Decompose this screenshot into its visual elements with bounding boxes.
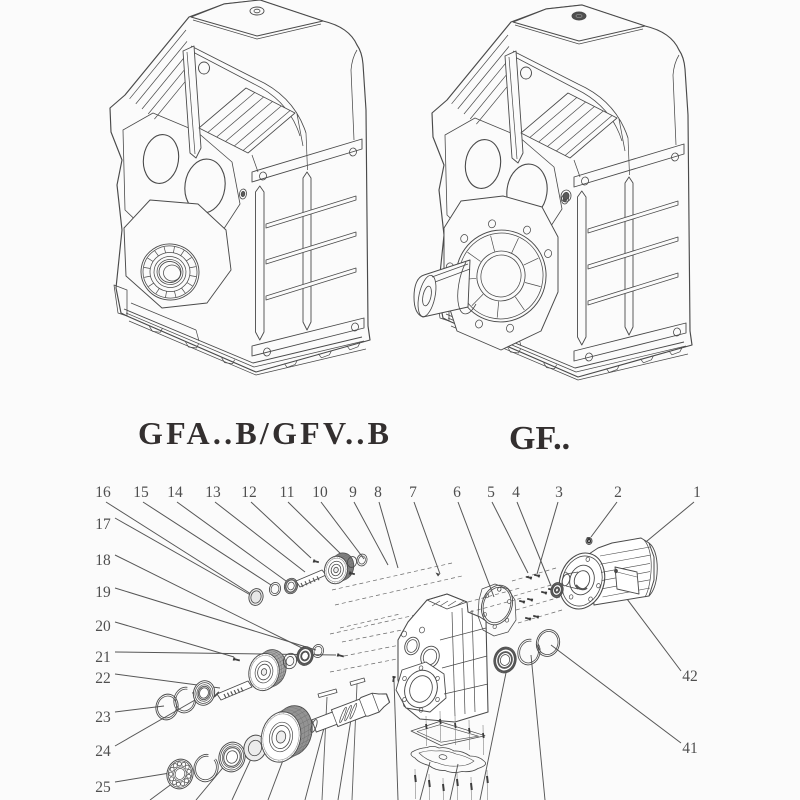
svg-text:12: 12: [241, 484, 257, 501]
svg-text:41: 41: [682, 740, 698, 757]
svg-text:2: 2: [614, 484, 622, 501]
svg-text:1: 1: [693, 484, 701, 501]
svg-text:6: 6: [453, 484, 461, 501]
svg-text:13: 13: [205, 484, 221, 501]
svg-text:7: 7: [409, 484, 417, 501]
svg-text:42: 42: [682, 668, 698, 685]
svg-text:25: 25: [95, 779, 111, 796]
svg-text:14: 14: [167, 484, 183, 501]
svg-text:8: 8: [374, 484, 382, 501]
svg-text:9: 9: [349, 484, 357, 501]
svg-text:10: 10: [312, 484, 328, 501]
svg-text:17: 17: [95, 516, 111, 533]
svg-text:19: 19: [95, 584, 111, 601]
svg-text:16: 16: [95, 484, 111, 501]
svg-text:3: 3: [555, 484, 563, 501]
svg-text:5: 5: [487, 484, 495, 501]
svg-text:4: 4: [512, 484, 520, 501]
svg-text:GFA..B/GFV..B: GFA..B/GFV..B: [138, 415, 389, 451]
svg-text:22: 22: [95, 670, 111, 687]
svg-text:GF..: GF..: [509, 420, 570, 457]
svg-text:20: 20: [95, 618, 111, 635]
svg-text:24: 24: [95, 743, 111, 760]
svg-text:11: 11: [280, 484, 295, 501]
svg-text:23: 23: [95, 709, 111, 726]
svg-text:21: 21: [95, 649, 111, 666]
svg-text:15: 15: [133, 484, 149, 501]
svg-text:18: 18: [95, 552, 111, 569]
